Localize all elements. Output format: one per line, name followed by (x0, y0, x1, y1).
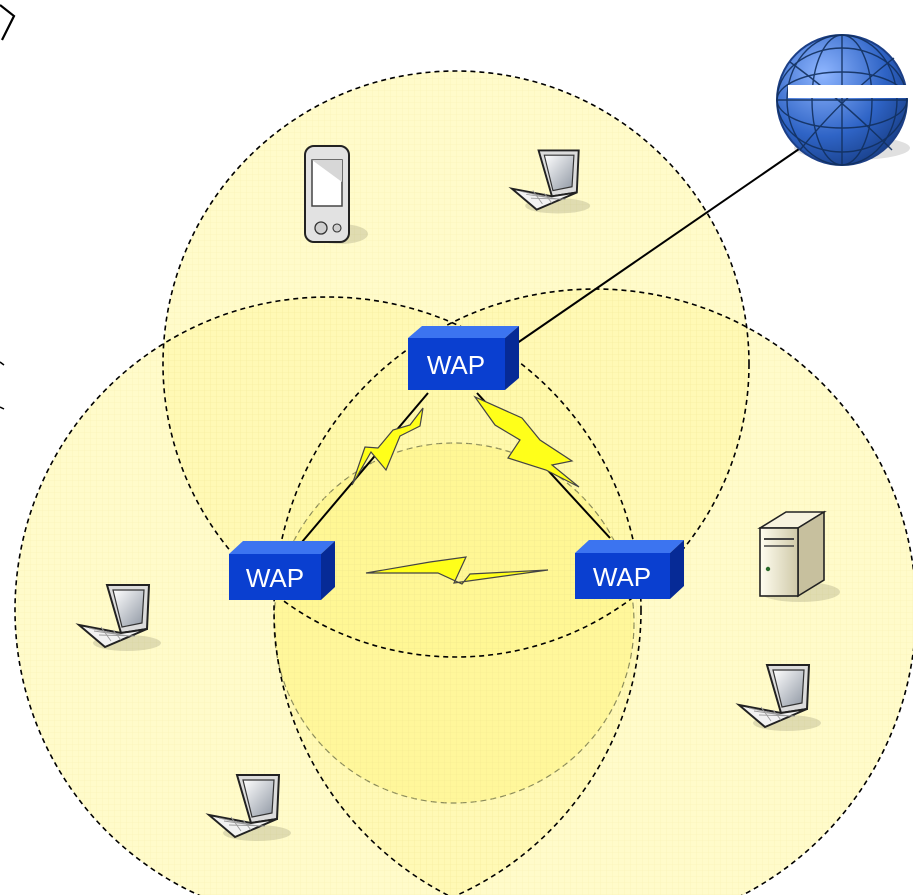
wap-left[interactable]: WAP (229, 541, 335, 600)
wap-box-icon (575, 540, 684, 553)
wireless-bolt-right (473, 395, 580, 488)
globe-icon[interactable] (776, 34, 913, 166)
wireless-links (301, 392, 611, 585)
uplink-cable (509, 137, 816, 349)
pda-icon[interactable] (304, 145, 368, 244)
wireless-bolt-bottom (365, 556, 549, 585)
server-tower-icon[interactable] (757, 510, 840, 602)
wireless-bolt-left (351, 407, 424, 486)
edge-mark (0, 4, 16, 41)
wap-right[interactable]: WAP (575, 540, 684, 599)
wap-box-icon (408, 326, 519, 338)
wap-label: WAP (427, 350, 485, 380)
wap-box-icon (229, 541, 335, 554)
wap-label: WAP (593, 562, 651, 592)
wap-label: WAP (246, 563, 304, 593)
coverage-areas (14, 70, 913, 895)
wap-top[interactable]: WAP (408, 326, 519, 390)
